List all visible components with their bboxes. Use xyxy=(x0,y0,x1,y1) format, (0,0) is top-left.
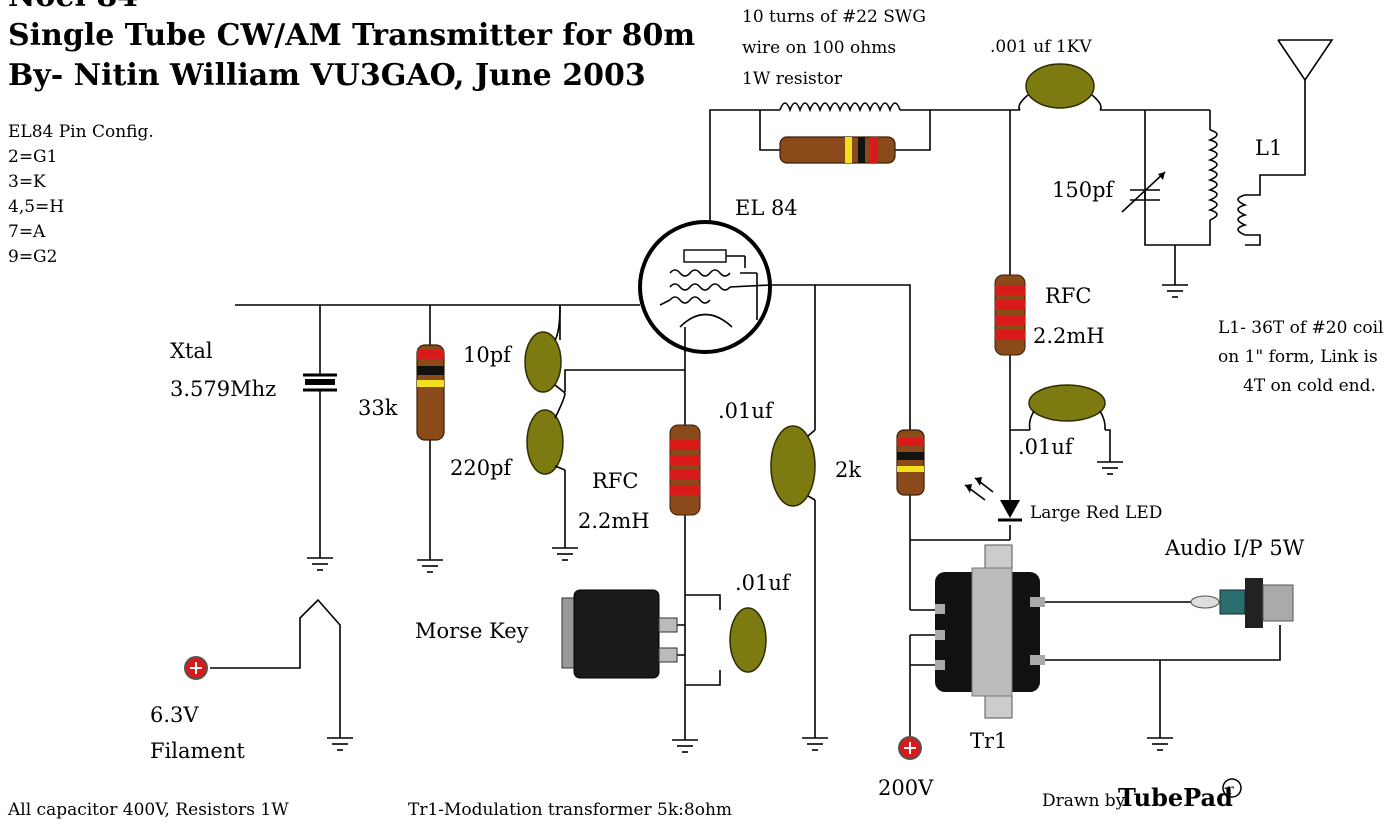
pin-config-line: 3=K xyxy=(8,172,46,192)
tubepad-brand: TubePad xyxy=(1118,783,1233,812)
footer-note-left: All capacitor 400V, Resistors 1W xyxy=(7,800,289,820)
label-rfc-bottom-value: 2.2mH xyxy=(578,509,650,533)
label-var-cap: 150pf xyxy=(1052,178,1116,202)
label-l1: L1 xyxy=(1255,136,1282,160)
label-01uf-key: .01uf xyxy=(735,571,792,595)
pin-config-heading: EL84 Pin Config. xyxy=(8,122,154,142)
audio-input-jack xyxy=(1190,578,1294,628)
transformer-tr1 xyxy=(935,544,1045,719)
label-01uf-mid: .01uf xyxy=(718,399,775,423)
variable-capacitor-150pf xyxy=(1121,171,1166,213)
title-line-1: Noel 84 xyxy=(8,0,138,14)
wires xyxy=(210,80,1306,750)
morse-key-jack xyxy=(561,589,678,679)
capacitor-01uf-key xyxy=(729,607,767,673)
capacitor-01uf-right xyxy=(1028,384,1106,431)
label-01uf-right: .01uf xyxy=(1018,435,1075,459)
label-tube: EL 84 xyxy=(735,196,798,220)
vacuum-tube-el84 xyxy=(638,220,772,354)
coil-note-1: 10 turns of #22 SWG xyxy=(742,7,926,27)
resistor-33k xyxy=(416,344,445,441)
label-200v: 200V xyxy=(878,776,934,800)
label-out-cap: .001 uf 1KV xyxy=(990,37,1092,57)
capacitor-220pf xyxy=(526,392,566,475)
label-xtal-freq: 3.579Mhz xyxy=(170,377,276,401)
inductor-coil-top xyxy=(760,102,901,113)
registered-mark-icon xyxy=(1222,778,1242,798)
coil-note-3: 1W resistor xyxy=(742,69,843,89)
label-33k: 33k xyxy=(358,396,398,420)
label-filament: Filament xyxy=(150,739,245,763)
rfc-choke-top xyxy=(994,274,1026,356)
l1-note-1: L1- 36T of #20 coil xyxy=(1218,318,1383,338)
label-led: Large Red LED xyxy=(1030,503,1162,523)
registered-mark: r xyxy=(1227,782,1234,798)
capacitor-01uf-mid xyxy=(770,425,816,507)
resistor-2k xyxy=(896,429,925,496)
pin-config-line: 7=A xyxy=(8,222,46,242)
drawn-by-text: Drawn by xyxy=(1042,791,1126,811)
label-rfc-top-value: 2.2mH xyxy=(1033,324,1105,348)
led-icon xyxy=(964,477,1022,522)
filament-terminal-icon xyxy=(184,656,208,680)
label-tr1: Tr1 xyxy=(970,729,1007,753)
label-220pf: 220pf xyxy=(450,456,514,480)
crystal-xtal xyxy=(303,373,337,392)
rfc-choke-bottom xyxy=(669,424,701,516)
l1-note-3: 4T on cold end. xyxy=(1243,376,1376,396)
label-2k: 2k xyxy=(835,458,861,482)
label-xtal: Xtal xyxy=(170,339,213,363)
coil-note-2: wire on 100 ohms xyxy=(742,38,896,58)
footer-note-right: Tr1-Modulation transformer 5k:8ohm xyxy=(408,800,732,820)
title-line-2: Single Tube CW/AM Transmitter for 80m xyxy=(8,18,695,53)
resistor-100ohm xyxy=(779,136,896,164)
label-rfc-bottom: RFC xyxy=(592,469,638,493)
title-line-3: By- Nitin William VU3GAO, June 2003 xyxy=(8,58,646,93)
capacitor-10pf xyxy=(524,304,566,394)
label-morse-key: Morse Key xyxy=(415,619,529,643)
l1-note-2: on 1" form, Link is xyxy=(1218,347,1378,367)
coil-l1 xyxy=(1207,129,1248,236)
pin-config-line: 9=G2 xyxy=(8,247,57,267)
label-rfc-top: RFC xyxy=(1045,284,1091,308)
hv-terminal-icon xyxy=(898,736,922,760)
label-filament-voltage: 6.3V xyxy=(150,703,199,727)
pin-config-line: 4,5=H xyxy=(8,197,64,217)
pin-config-line: 2=G1 xyxy=(8,147,57,167)
capacitor-001uf xyxy=(1018,63,1102,111)
label-audio: Audio I/P 5W xyxy=(1164,536,1305,560)
antenna-icon xyxy=(1277,39,1334,82)
label-10pf: 10pf xyxy=(463,343,513,367)
